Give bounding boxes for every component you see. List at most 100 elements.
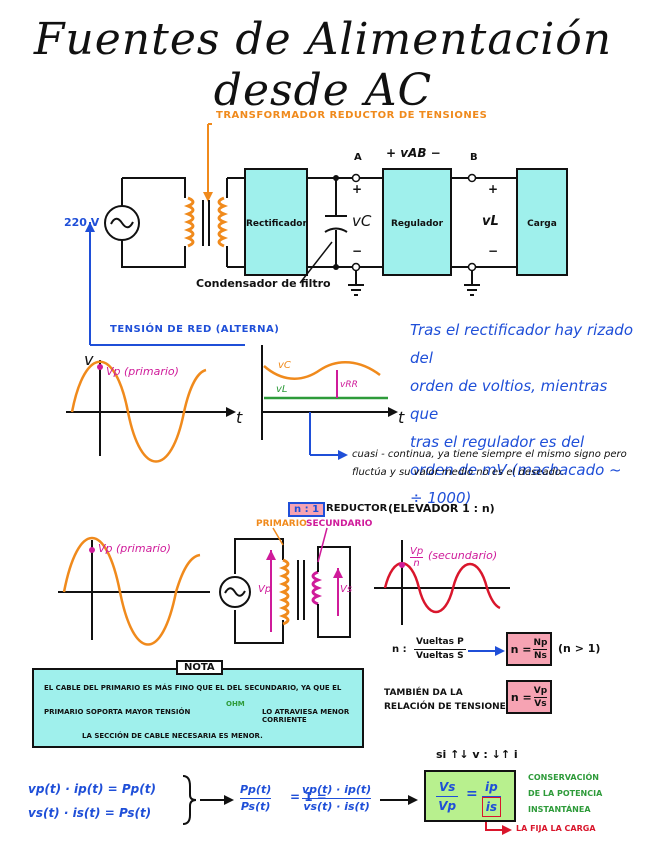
right-peak-den: n <box>413 558 420 569</box>
ripple-line: orden de voltios, mientras que <box>410 377 608 423</box>
power-box-rnum: ip <box>482 778 501 797</box>
circuit-wires <box>121 177 516 296</box>
load-label: Carga <box>527 219 557 229</box>
dc-line: fluctúa y su valor medio no es el desead… <box>352 467 565 478</box>
ripple-note: Tras el rectificador hay rizado del orde… <box>410 316 635 512</box>
graph2-vr: vRR <box>340 380 358 390</box>
power-box-lden: Vp <box>438 799 457 813</box>
voltage-box-left: n = <box>510 690 532 704</box>
power-eq-one: = 1 = <box>290 790 327 804</box>
turns-box-num: Np <box>533 637 548 650</box>
page-title: Fuentes de Alimentación desde AC <box>33 14 613 116</box>
nota-box: NOTA EL CABLE DEL PRIMARIO ES MÁS FINO Q… <box>32 660 364 748</box>
dc-line: cuasi - continua, ya tiene siempre el mi… <box>352 449 627 460</box>
vs-label: Vs <box>340 584 353 595</box>
right-peak-frac: Vp n <box>410 546 424 569</box>
turns-box-den: Ns <box>534 650 547 661</box>
primary-label: PRIMARIO <box>256 519 307 529</box>
graph-right-sine <box>374 540 510 625</box>
power-box-right: ip is <box>482 778 501 817</box>
turns-condition: (n > 1) <box>558 642 601 655</box>
ratio-elevator: (ELEVADOR 1 : n) <box>388 502 495 515</box>
nota-line-3: LO ATRAVIESA MENOR CORRIENTE <box>262 708 350 724</box>
power-box-lnum: Vs <box>436 778 459 797</box>
ratio-box: n : 1 <box>288 502 326 517</box>
mains-label: TENSIÓN DE RED (ALTERNA) <box>110 324 280 335</box>
rectifier-label: Rectificador <box>246 219 307 229</box>
also-line: RELACIÓN DE TENSIONES <box>384 702 513 712</box>
voltage-box-frac: Vp Vs <box>533 685 548 710</box>
power-rhs-den: vs(t) · is(t) <box>303 800 370 813</box>
power-box-rden: is <box>482 797 501 817</box>
left-peak-label: Vp (primario) <box>98 542 171 555</box>
minus-b: − <box>488 244 499 258</box>
capacitor-label: Condensador de filtro <box>196 277 331 290</box>
power-ratio-box: Vs Vp = ip is <box>424 770 516 822</box>
power-eq-2: vs(t) · is(t) = Ps(t) <box>28 806 152 820</box>
graph-primary <box>66 360 236 463</box>
turns-num: Vueltas P <box>414 636 466 650</box>
nota-line-4: LA SECCIÓN DE CABLE NECESARIA ES MENOR. <box>82 732 263 740</box>
turns-den: Vueltas S <box>416 651 464 661</box>
source-voltage: 220 V <box>64 216 100 229</box>
transformer-detail <box>219 527 351 644</box>
nota-line-2: PRIMARIO SOPORTA MAYOR TENSIÓN <box>44 708 191 716</box>
nota-title: NOTA <box>176 660 223 675</box>
turns-box-left: n = <box>510 642 532 656</box>
power-box-eq: = <box>466 786 478 802</box>
ripple-line: tras el regulador es del <box>410 433 585 451</box>
graph2-vc: vC <box>278 360 291 371</box>
node-b: B <box>470 152 478 163</box>
node-a: A <box>354 152 362 163</box>
turns-ratio-box: n = Np Ns <box>506 632 552 666</box>
turns-box-frac: Np Ns <box>533 637 548 662</box>
turns-n: n : <box>392 644 407 655</box>
vp-label: Vp <box>258 584 272 595</box>
secondary-label: SECUNDARIO <box>306 519 373 529</box>
transformer-label: TRANSFORMADOR REDUCTOR DE TENSIONES <box>216 110 488 121</box>
power-eq-1: vp(t) · ip(t) = Pp(t) <box>28 782 156 796</box>
load-fix-note: LA FIJA LA CARGA <box>516 824 596 833</box>
graph1-xlabel: t <box>236 408 243 427</box>
conservation-line: DE LA POTENCIA <box>528 789 603 798</box>
nota-ohm: OHM <box>226 700 245 708</box>
nota-line-1: EL CABLE DEL PRIMARIO ES MÁS FINO QUE EL… <box>44 684 342 692</box>
graph-rectified <box>261 345 398 460</box>
graph-left-sine <box>58 536 210 646</box>
dc-note: cuasi - continua, ya tiene siempre el mi… <box>352 446 627 482</box>
transformer-coils <box>183 196 229 248</box>
power-box-left: Vs Vp <box>436 778 459 815</box>
graph2-xlabel: t <box>398 408 405 427</box>
rectifier-block: Rectificador <box>244 168 308 276</box>
updown-note: si ↑↓ v : ↓↑ i <box>436 748 518 761</box>
power-frac-num: Pp(t) <box>240 782 272 799</box>
ripple-line: orden de mV (machacado ~ ÷ 1000) <box>410 461 622 507</box>
ratio-label: REDUCTOR <box>326 503 388 514</box>
conservation-line: CONSERVACIÓN <box>528 773 599 782</box>
power-frac-den: Ps(t) <box>240 800 271 813</box>
regulator-label: Regulador <box>390 219 444 229</box>
also-line: TAMBIÉN DA LA <box>384 688 463 698</box>
vc-label: vC <box>352 212 372 230</box>
graph2-vl: vL <box>276 384 288 395</box>
load-block: Carga <box>516 168 568 276</box>
turns-frac: Vueltas P Vueltas S <box>414 636 466 663</box>
vab-label: + vAB − <box>386 146 441 160</box>
voltage-box-num: Vp <box>533 685 548 698</box>
ripple-line: Tras el rectificador hay rizado del <box>410 321 634 367</box>
conservation-note: CONSERVACIÓN DE LA POTENCIA INSTANTÁNEA <box>528 770 602 818</box>
power-rhs-num: vp(t) · ip(t) <box>302 782 372 799</box>
power-frac: Pp(t) Ps(t) <box>240 782 272 815</box>
voltage-box-den: Vs <box>534 698 547 709</box>
power-rhs: vp(t) · ip(t) vs(t) · is(t) <box>302 782 372 815</box>
plus-b: + <box>488 182 499 196</box>
right-peak-tail: (secundario) <box>428 549 498 562</box>
graph1-peak: Vp (primario) <box>106 365 179 378</box>
graph1-ylabel: v <box>84 350 94 369</box>
also-voltage-note: TAMBIÉN DA LA RELACIÓN DE TENSIONES <box>384 686 512 714</box>
vl-label: vL <box>482 214 499 229</box>
conservation-line: INSTANTÁNEA <box>528 805 591 814</box>
regulator-block: Regulador <box>382 168 452 276</box>
voltage-ratio-box: n = Vp Vs <box>506 680 552 714</box>
